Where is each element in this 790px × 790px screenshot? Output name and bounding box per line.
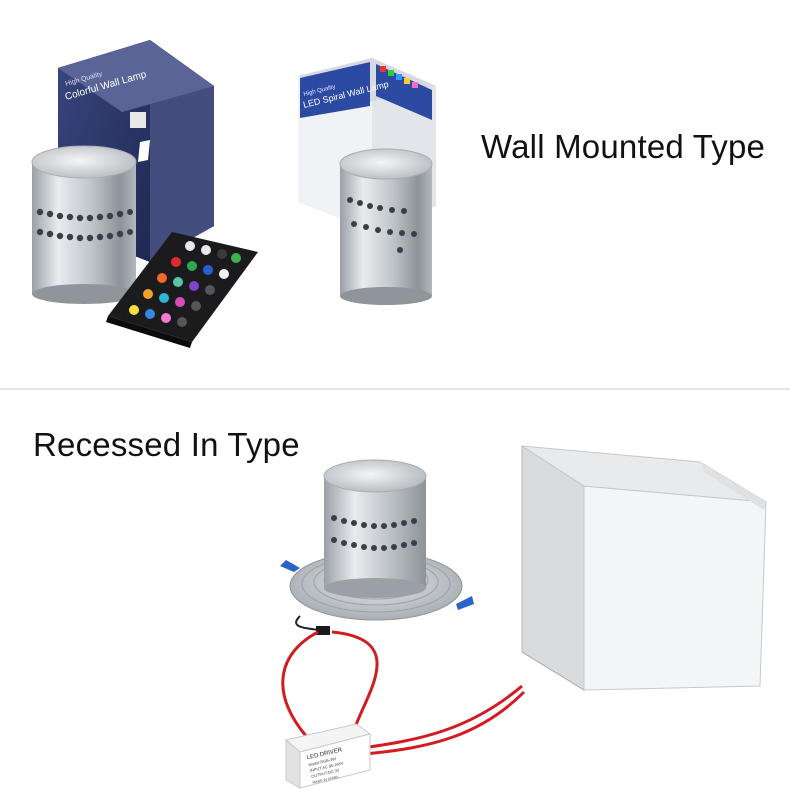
driver-label-line4: OUTPUT:DC 3V: [311, 767, 341, 778]
wire-connector: [316, 626, 330, 635]
right-wall-lamp: [339, 148, 433, 305]
left-wall-lamp: [31, 145, 137, 304]
white-cardboard-box: [521, 445, 767, 691]
recessed-in-product-photo: LED DRIVER Model:RGB-3W INPUT:AC 85-265V…: [280, 445, 767, 789]
recessed-lamp: [323, 459, 427, 598]
recessed-in-caption: Recessed In Type: [33, 426, 300, 463]
mounting-clips: [280, 560, 474, 610]
wall-mounted-panel: High Quality Colorful Wall Lamp: [0, 0, 790, 388]
recessed-in-panel: LED DRIVER Model:RGB-3W INPUT:AC 85-265V…: [0, 390, 790, 790]
section-divider: [0, 388, 790, 390]
rgb-remote-control: [106, 232, 258, 348]
driver-label-line5: MADE IN CHINA: [312, 775, 339, 785]
wall-mounted-caption: Wall Mounted Type: [481, 128, 766, 165]
wall-mounted-product-photo: High Quality Colorful Wall Lamp: [31, 40, 436, 348]
driver-label-line2: Model:RGB-3W: [308, 756, 337, 767]
led-driver: LED DRIVER Model:RGB-3W INPUT:AC 85-265V…: [284, 723, 372, 789]
